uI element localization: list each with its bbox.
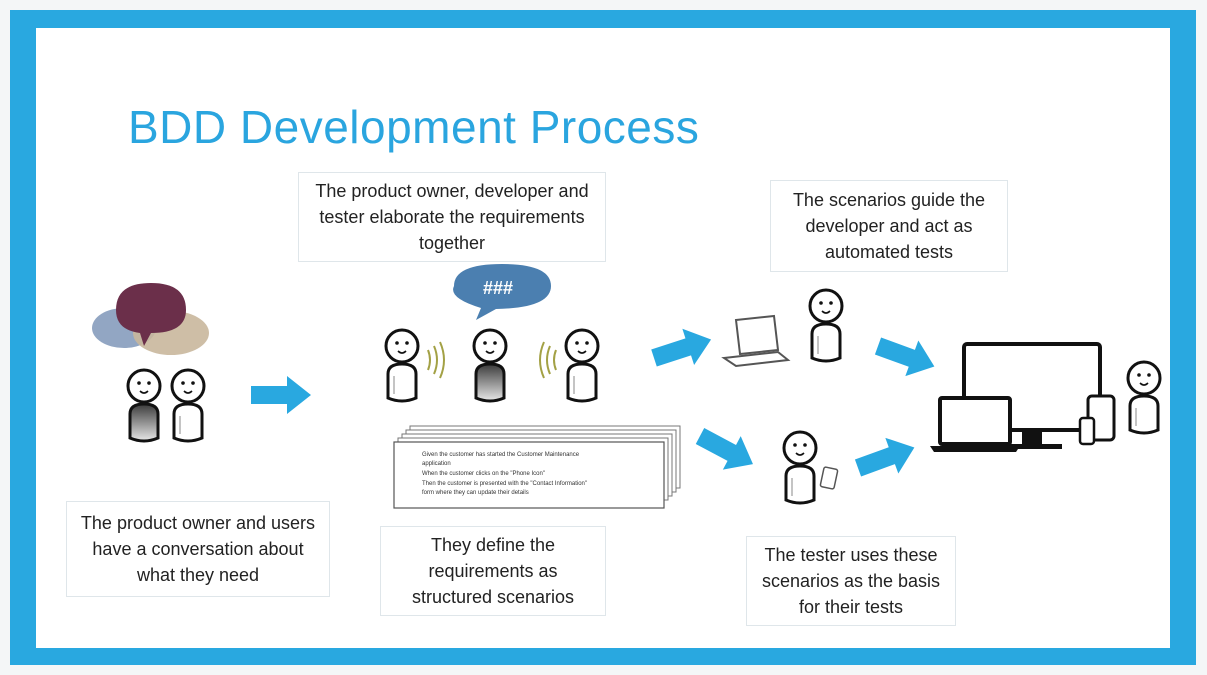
caption-elaborate: The product owner, developer and tester …	[298, 172, 606, 262]
arrow-3	[691, 419, 762, 481]
scenario-line-3: When the customer clicks on the "Phone I…	[422, 471, 545, 477]
speech-bubble	[453, 264, 551, 320]
arrow-4	[871, 328, 941, 385]
product-owner-figure	[126, 368, 162, 443]
conversation-group	[92, 283, 209, 443]
scenario-cards: Given the customer has started the Custo…	[393, 425, 681, 509]
user-figure	[170, 368, 206, 443]
speech-bubble-text: ###	[483, 278, 513, 298]
laptop-device-icon	[930, 396, 1020, 452]
scenario-line-2: application	[422, 461, 451, 467]
devices-group	[930, 342, 1162, 452]
tester-figure-2	[782, 430, 818, 505]
tester-figure	[564, 328, 600, 403]
developer-figure-2	[808, 288, 844, 363]
three-amigos-group: ###	[384, 264, 600, 403]
caption-tester: The tester uses these scenarios as the b…	[746, 536, 956, 626]
caption-conversation: The product owner and users have a conve…	[66, 501, 330, 597]
process-diagram: ###	[92, 264, 1162, 509]
scenario-line-1: Given the customer has started the Custo…	[422, 452, 580, 458]
developer-with-laptop	[721, 288, 844, 368]
developer-figure	[472, 328, 508, 403]
slide-title: BDD Development Process	[128, 101, 700, 153]
scenario-line-4: Then the customer is presented with the …	[422, 481, 587, 487]
laptop-icon	[721, 314, 791, 368]
phone-device-icon	[1078, 416, 1096, 446]
customer-figure	[1126, 360, 1162, 435]
tablet-icon	[819, 466, 839, 490]
slide: BDD Development Process	[36, 28, 1170, 648]
arrow-5	[851, 429, 921, 486]
thought-bubble-dark	[116, 283, 186, 346]
caption-guide: The scenarios guide the developer and ac…	[770, 180, 1008, 272]
arrow-2	[648, 321, 717, 377]
sound-waves-left	[427, 341, 445, 379]
slide-frame: BDD Development Process	[10, 10, 1196, 665]
caption-define: They define the requirements as structur…	[380, 526, 606, 616]
product-owner-figure-2	[384, 328, 420, 403]
tester-with-tablet	[782, 430, 839, 505]
scenario-line-5: form where they can update their details	[422, 490, 529, 496]
arrow-1	[251, 376, 311, 414]
sound-waves-right	[539, 341, 557, 379]
